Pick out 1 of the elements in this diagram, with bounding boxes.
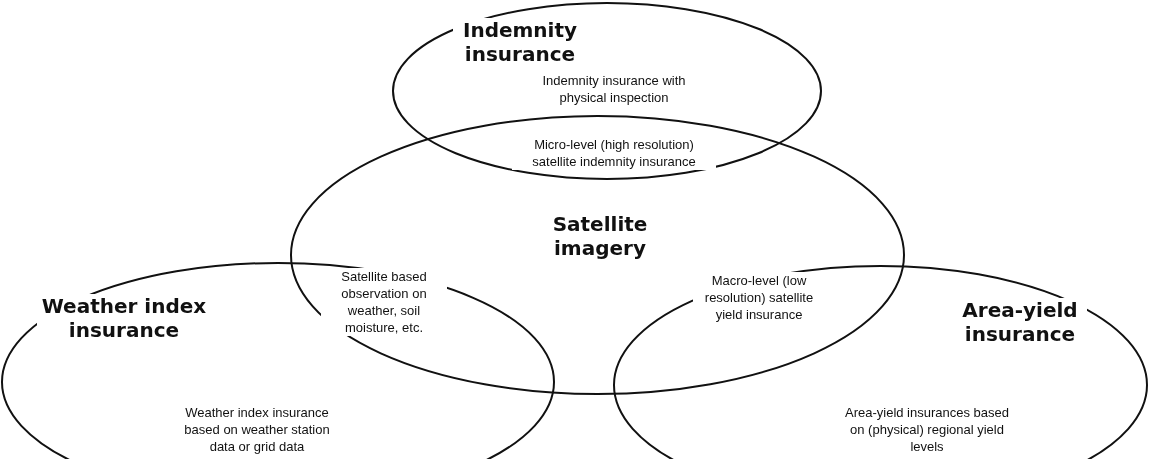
overlap-label: Satellite based observation on weather, soil moisture, etc. (321, 268, 447, 336)
